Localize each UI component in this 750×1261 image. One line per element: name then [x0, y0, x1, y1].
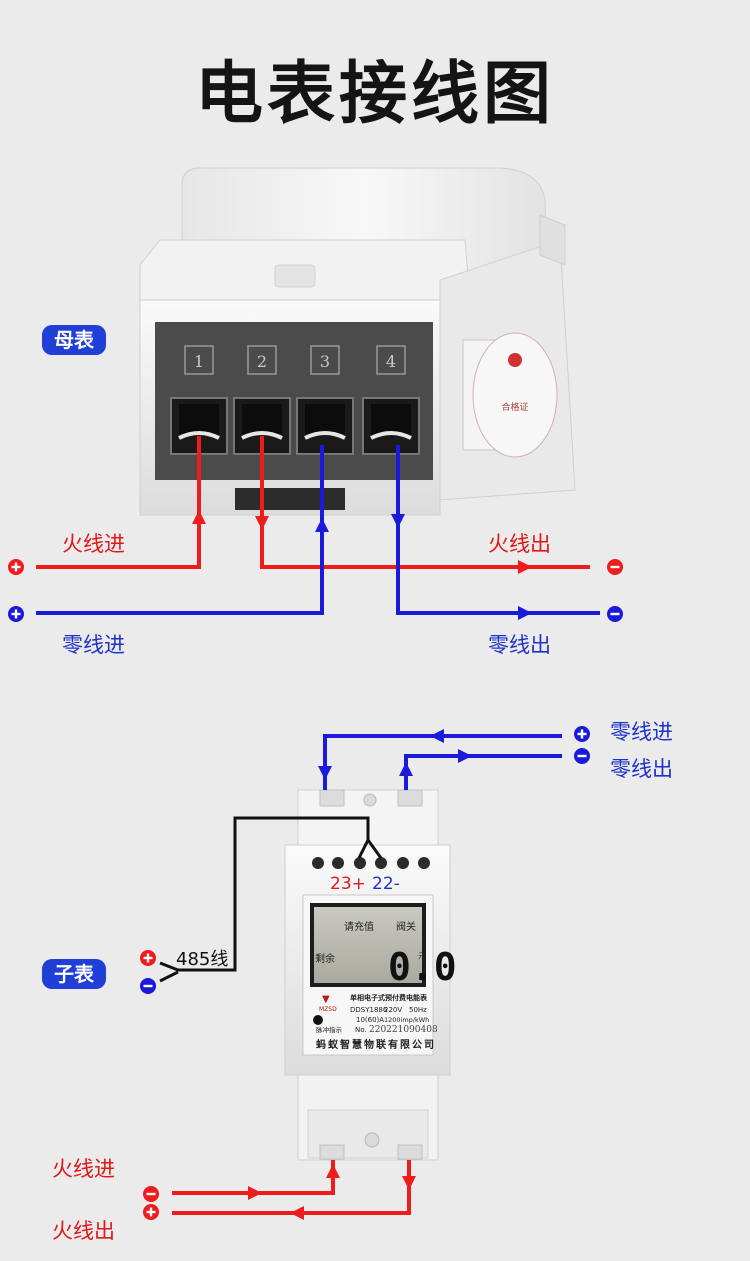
- main-live-in-label: 火线进: [62, 532, 125, 556]
- terminal-number: 3: [320, 352, 330, 371]
- minus-icon-bar: [143, 984, 153, 988]
- arrow-sub-live-out-h: [290, 1206, 304, 1220]
- arrow-sub-neutral-out-v: [399, 762, 413, 776]
- main-neutral-out-wire: [396, 445, 600, 615]
- terminal-socket-inner: [179, 404, 219, 434]
- arrow-sub-live-in-v: [326, 1164, 340, 1178]
- sub-neutral-in-wire: [323, 734, 562, 790]
- terminal-number-box: [247, 345, 277, 375]
- terminal-clamp: [178, 431, 220, 440]
- terminal-socket-inner: [371, 404, 411, 434]
- arrow-main-neutral-in: [315, 518, 329, 532]
- plus-icon-vbar: [580, 729, 584, 739]
- terminal-clamp: [370, 431, 412, 440]
- page-title: 电表接线图: [194, 55, 555, 134]
- plus-icon-vbar: [14, 609, 18, 619]
- lcd-reading: 0.0: [388, 945, 457, 989]
- main-neutral-out-label: 零线出: [488, 633, 551, 657]
- nameplate-company: 蚂蚁智慧物联有限公司: [316, 1038, 436, 1051]
- sub-meter-device: ▼: [284, 789, 451, 1161]
- terminal-number-box: [184, 345, 214, 375]
- sub-live-in-label: 火线进: [52, 1157, 115, 1181]
- sub-neutral-out-wire: [404, 754, 562, 790]
- minus-icon-bar: [610, 565, 620, 569]
- arrow-sub-neutral-in-h: [430, 729, 444, 743]
- rs485-lead-minus: [159, 970, 179, 983]
- sub-neutral-in-label: 零线进: [610, 720, 673, 744]
- terminal-socket-inner: [242, 404, 282, 434]
- main-live-in-wire: [36, 436, 201, 569]
- lcd-top-left-text: 请充值: [344, 920, 374, 933]
- nameplate-brand: MZSD: [319, 1006, 337, 1013]
- nameplate-product: 单相电子式预付费电能表: [350, 993, 428, 1002]
- minus-icon-bar: [146, 1192, 156, 1196]
- arrow-sub-neutral-out-h: [458, 749, 472, 763]
- rs485-label: 485线: [176, 949, 229, 970]
- main-live-out-label: 火线出: [488, 532, 551, 556]
- nameplate-serial-label: No.: [355, 1026, 367, 1034]
- terminal-number-box: [376, 345, 406, 375]
- sub-meter-badge: 子表: [42, 959, 106, 989]
- arrow-sub-live-out-v: [402, 1176, 416, 1190]
- main-meter-device: 合格证: [139, 167, 576, 516]
- polarity-markers: [8, 559, 623, 1220]
- lcd-top-right-text: 阀关: [396, 920, 416, 933]
- arrow-sub-live-in-h: [248, 1186, 262, 1200]
- nameplate-serial: 220221090408: [369, 1025, 438, 1035]
- minus-icon-bar: [577, 754, 587, 758]
- arrows-layer: [192, 510, 532, 1220]
- terminal-minus-label: 22-: [372, 874, 400, 894]
- svg-text:合格证: 合格证: [501, 401, 528, 413]
- terminal-plus-label: 23+: [330, 874, 366, 894]
- terminal-socket-inner: [305, 404, 345, 434]
- nameplate-constant: 1200imp/kWh: [384, 1016, 429, 1024]
- sub-live-out-label: 火线出: [52, 1219, 115, 1243]
- plus-icon-vbar: [149, 1207, 153, 1217]
- minus-icon-bar: [610, 612, 620, 616]
- sub-live-in-wire: [172, 1160, 335, 1195]
- terminal-number-box: [310, 345, 340, 375]
- arrow-main-live-out-h: [518, 560, 532, 574]
- lcd-side-text: 剩余: [315, 952, 335, 965]
- arrow-main-live-out: [255, 516, 269, 530]
- terminal-number: 1: [194, 352, 204, 371]
- sub-live-out-wire: [172, 1160, 411, 1215]
- main-neutral-in-wire: [36, 445, 324, 615]
- plus-icon-vbar: [14, 562, 18, 572]
- nameplate-pulse-label: 脉冲指示: [316, 1025, 343, 1034]
- lcd-unit-text: 元: [418, 952, 425, 960]
- arrow-main-neutral-out: [391, 514, 405, 528]
- arrow-sub-neutral-in-v: [318, 766, 332, 780]
- main-neutral-in-label: 零线进: [62, 633, 125, 657]
- rs485-wire-minus: [366, 839, 383, 859]
- nameplate-current: 10(60)A: [356, 1016, 384, 1024]
- main-live-out-wire: [260, 436, 590, 569]
- nameplate-frequency: 50Hz: [409, 1006, 427, 1014]
- plus-icon-vbar: [146, 953, 150, 963]
- sub-neutral-out-label: 零线出: [610, 757, 673, 781]
- main-meter-badge: 母表: [42, 325, 106, 355]
- terminal-clamp: [304, 431, 346, 440]
- arrow-main-neutral-out-h: [518, 606, 532, 620]
- arrow-main-live-in: [192, 510, 206, 524]
- nameplate-voltage: 220V: [384, 1006, 402, 1014]
- terminal-number: 4: [386, 352, 396, 371]
- main-meter-terminals: 1 2 3 4: [170, 345, 420, 455]
- nameplate-model: DDSY1886: [350, 1006, 388, 1014]
- terminal-clamp: [241, 431, 283, 440]
- svg-text:▼: ▼: [322, 994, 330, 1005]
- terminal-number: 2: [257, 352, 267, 371]
